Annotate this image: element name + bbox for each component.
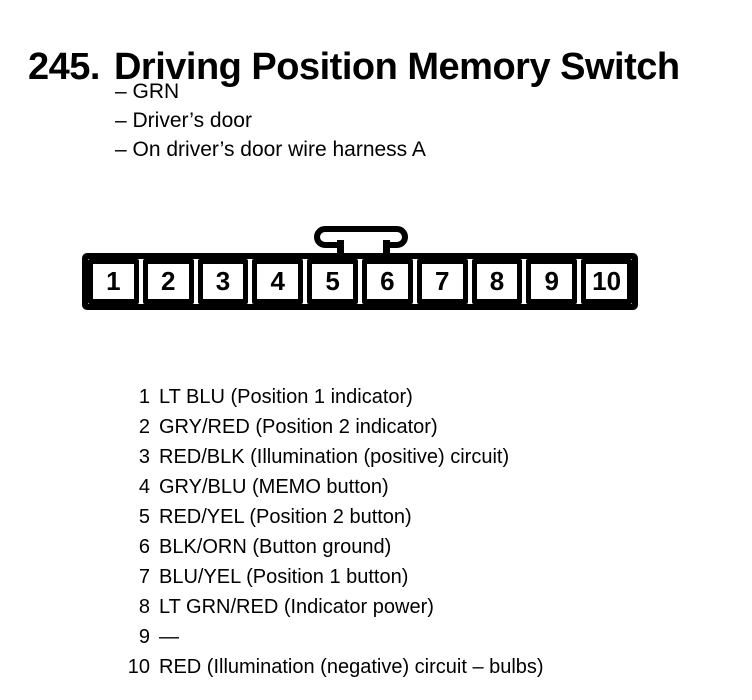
pin-number: 5 <box>138 506 150 528</box>
pin-number: 9 <box>138 626 150 648</box>
connector-pin-cell: 7 <box>416 259 468 304</box>
connector-pin-cell: 3 <box>197 259 249 304</box>
pinout-row: 10 RED (Illumination (negative) circuit … <box>124 652 544 682</box>
connector-pin-cell: 9 <box>526 259 578 304</box>
connector-diagram: 1 2 3 4 5 6 7 8 9 10 <box>0 0 752 330</box>
pin-number: 6 <box>138 536 150 558</box>
pinout-row: 7 BLU/YEL (Position 1 button) <box>124 562 544 592</box>
note-line: – On driver’s door wire harness A <box>115 138 426 161</box>
note-list: – GRN – Driver’s door – On driver’s door… <box>115 77 426 164</box>
pin-number: 8 <box>138 596 150 618</box>
pin-number: 2 <box>138 416 150 438</box>
note-line: – GRN <box>115 80 180 103</box>
pinout-row: 5 RED/YEL (Position 2 button) <box>124 502 544 532</box>
connector-pin-cell: 5 <box>307 259 358 304</box>
pinout-row: 1 LT BLU (Position 1 indicator) <box>124 382 544 412</box>
connector-body: 1 2 3 4 5 6 7 8 9 10 <box>82 253 638 310</box>
title-number: 245. <box>28 46 100 89</box>
pin-number: 3 <box>138 446 150 468</box>
connector-pin-cell: 2 <box>142 259 194 304</box>
pin-description: — <box>159 626 179 648</box>
pinout-row: 9 — <box>124 622 544 652</box>
pinout-list: 1 LT BLU (Position 1 indicator) 2 GRY/RE… <box>124 382 544 682</box>
connector-pin-cell: 1 <box>88 259 139 304</box>
pinout-row: 6 BLK/ORN (Button ground) <box>124 532 544 562</box>
pin-number: 1 <box>138 386 150 408</box>
pinout-row: 8 LT GRN/RED (Indicator power) <box>124 592 544 622</box>
note-line: – Driver’s door <box>115 109 252 132</box>
connector-pin-cell: 8 <box>471 259 523 304</box>
pinout-row: 2 GRY/RED (Position 2 indicator) <box>124 412 544 442</box>
pin-description: BLU/YEL (Position 1 button) <box>159 566 409 588</box>
connector-pin-cell: 6 <box>361 259 413 304</box>
pin-description: RED/YEL (Position 2 button) <box>159 506 412 528</box>
pinout-row: 3 RED/BLK (Illumination (positive) circu… <box>124 442 544 472</box>
title-text: Driving Position Memory Switch <box>113 46 680 89</box>
pin-description: RED/BLK (Illumination (positive) circuit… <box>159 446 510 468</box>
pin-description: LT BLU (Position 1 indicator) <box>159 386 413 408</box>
pin-description: GRY/BLU (MEMO button) <box>159 476 389 498</box>
pin-number: 4 <box>138 476 150 498</box>
connector-lock-tab-stem <box>337 240 390 253</box>
pin-description: GRY/RED (Position 2 indicator) <box>159 416 438 438</box>
pin-description: LT GRN/RED (Indicator power) <box>159 596 434 618</box>
pin-number: 7 <box>138 566 150 588</box>
pin-description: BLK/ORN (Button ground) <box>159 536 392 558</box>
pinout-row: 4 GRY/BLU (MEMO button) <box>124 472 544 502</box>
pin-description: RED (Illumination (negative) circuit – b… <box>159 656 544 678</box>
page-title: 245. Driving Position Memory Switch <box>28 47 680 89</box>
connector-pin-cell: 10 <box>581 259 632 304</box>
pin-number: 10 <box>127 656 150 678</box>
connector-pin-cell: 4 <box>252 259 304 304</box>
